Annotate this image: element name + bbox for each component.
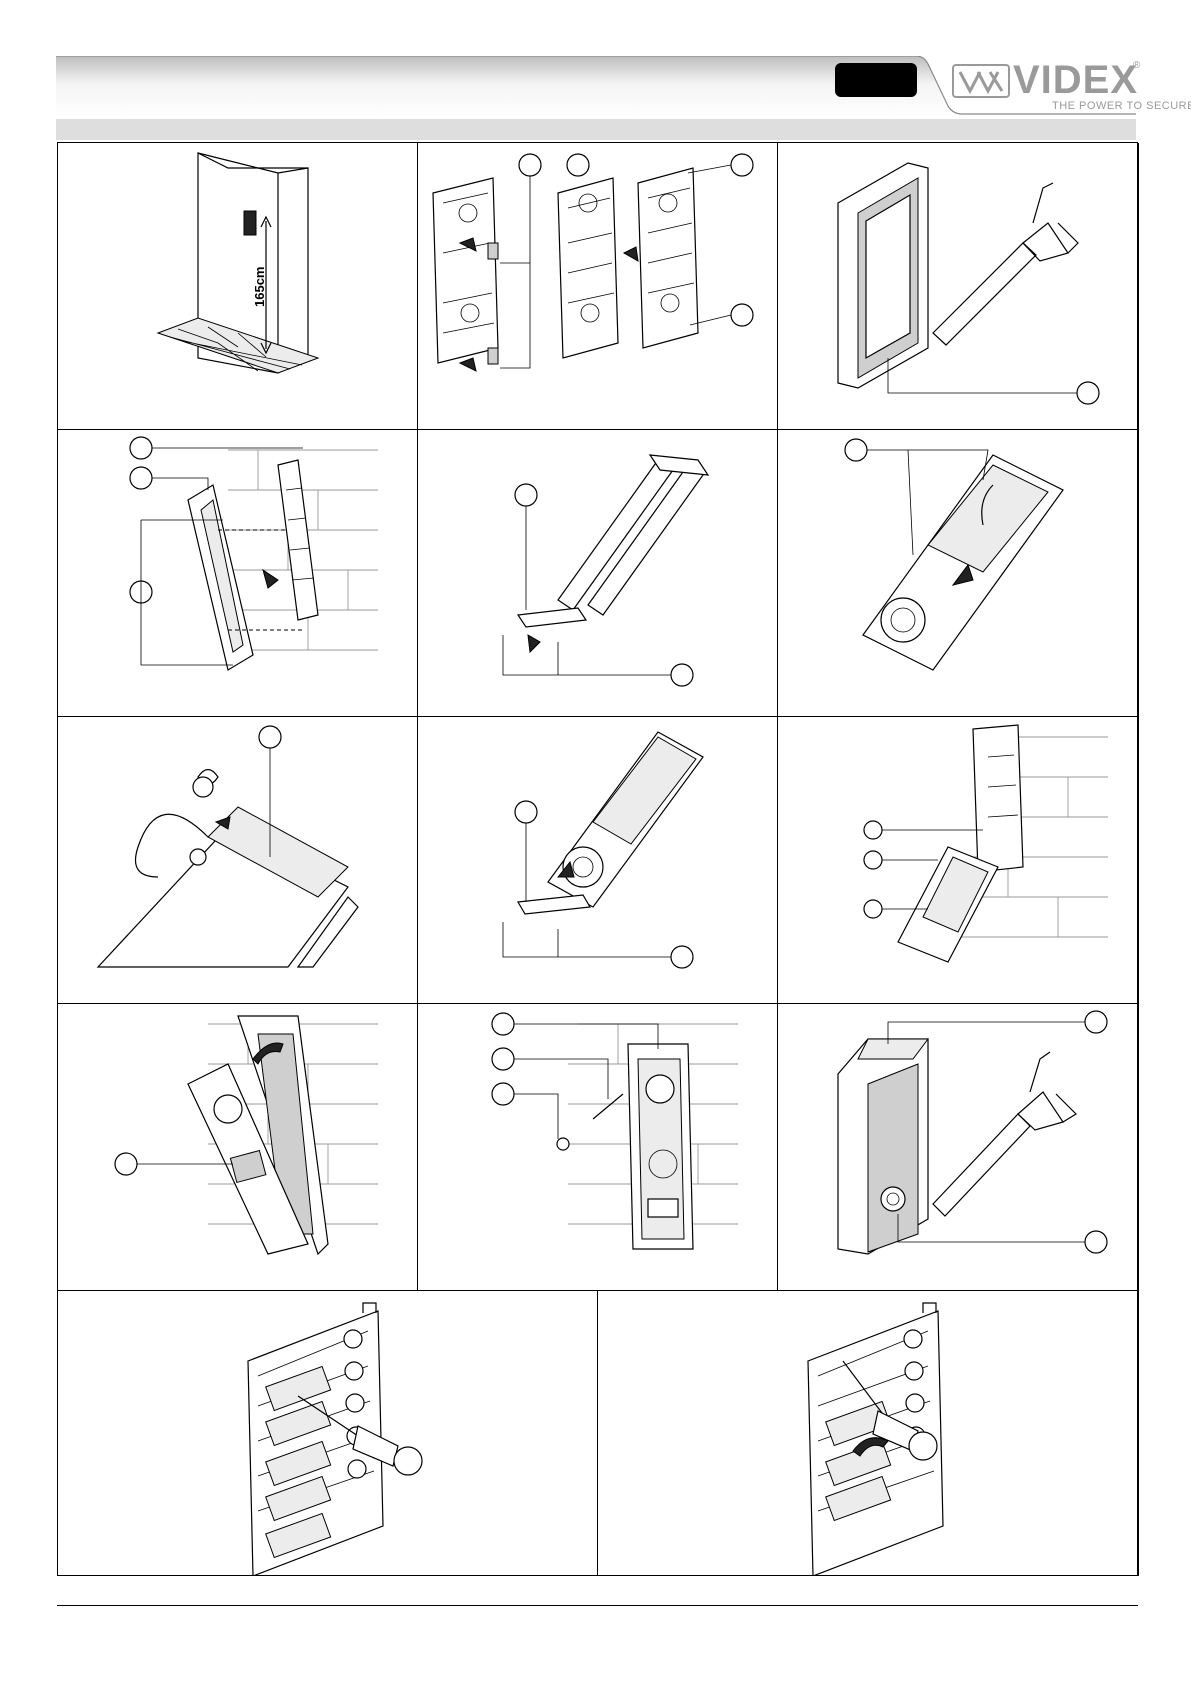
step-insert-module [778, 430, 1139, 717]
page-header: VIDEX ® THE POWER TO SECURE [56, 56, 1136, 118]
step-remove-endcap [418, 430, 778, 717]
callout-circle [1085, 1011, 1107, 1033]
callout-circle [731, 304, 753, 326]
step-mounting-height: 165cm [58, 143, 418, 430]
callout-circle [1077, 382, 1099, 404]
callout-circle [864, 851, 882, 869]
section-badge [835, 63, 917, 97]
callout-circle [519, 154, 541, 176]
callout-circle [130, 467, 152, 489]
callout-circle [515, 484, 537, 506]
installation-steps-grid: 165cm [57, 142, 1138, 1576]
callout-circle [115, 1153, 137, 1175]
step-close-panel [58, 1004, 418, 1291]
step-refit-endcap [418, 717, 778, 1004]
step-fit-hood [58, 430, 418, 717]
callout-circle [731, 154, 753, 176]
registered-mark: ® [1133, 60, 1140, 71]
callout-circle [845, 439, 867, 461]
footer-rule [57, 1605, 1138, 1606]
step-flush-boxes [418, 143, 778, 430]
callout-circle [515, 801, 537, 823]
callout-circle [130, 437, 152, 459]
videx-logo-icon [952, 64, 1010, 98]
step-remove-nameplate-screw [58, 1291, 598, 1576]
step-seal-hood [778, 1004, 1139, 1291]
callout-circle [1085, 1231, 1107, 1253]
step-apply-sealant [778, 143, 1139, 430]
door-station-icon [244, 211, 256, 235]
step-open-nameplate [598, 1291, 1139, 1576]
videx-logo: VIDEX ® THE POWER TO SECURE [952, 58, 1138, 116]
step-connect-cable [58, 717, 418, 1004]
step-mount-module-to-box [778, 717, 1139, 1004]
callout-circle [492, 1083, 514, 1105]
callout-circle [671, 664, 693, 686]
callout-circle [492, 1048, 514, 1070]
callout-circle [567, 154, 589, 176]
height-label: 165cm [252, 267, 267, 307]
step-fix-panel-screws [418, 1004, 778, 1291]
callout-circle [492, 1013, 514, 1035]
callout-circle [671, 946, 693, 968]
header-sub-bar [56, 119, 1136, 140]
callout-circle [259, 726, 281, 748]
brand-name: VIDEX [1013, 58, 1138, 103]
callout-circle [864, 900, 882, 918]
callout-circle [864, 821, 882, 839]
brand-tagline: THE POWER TO SECURE [1052, 100, 1191, 112]
